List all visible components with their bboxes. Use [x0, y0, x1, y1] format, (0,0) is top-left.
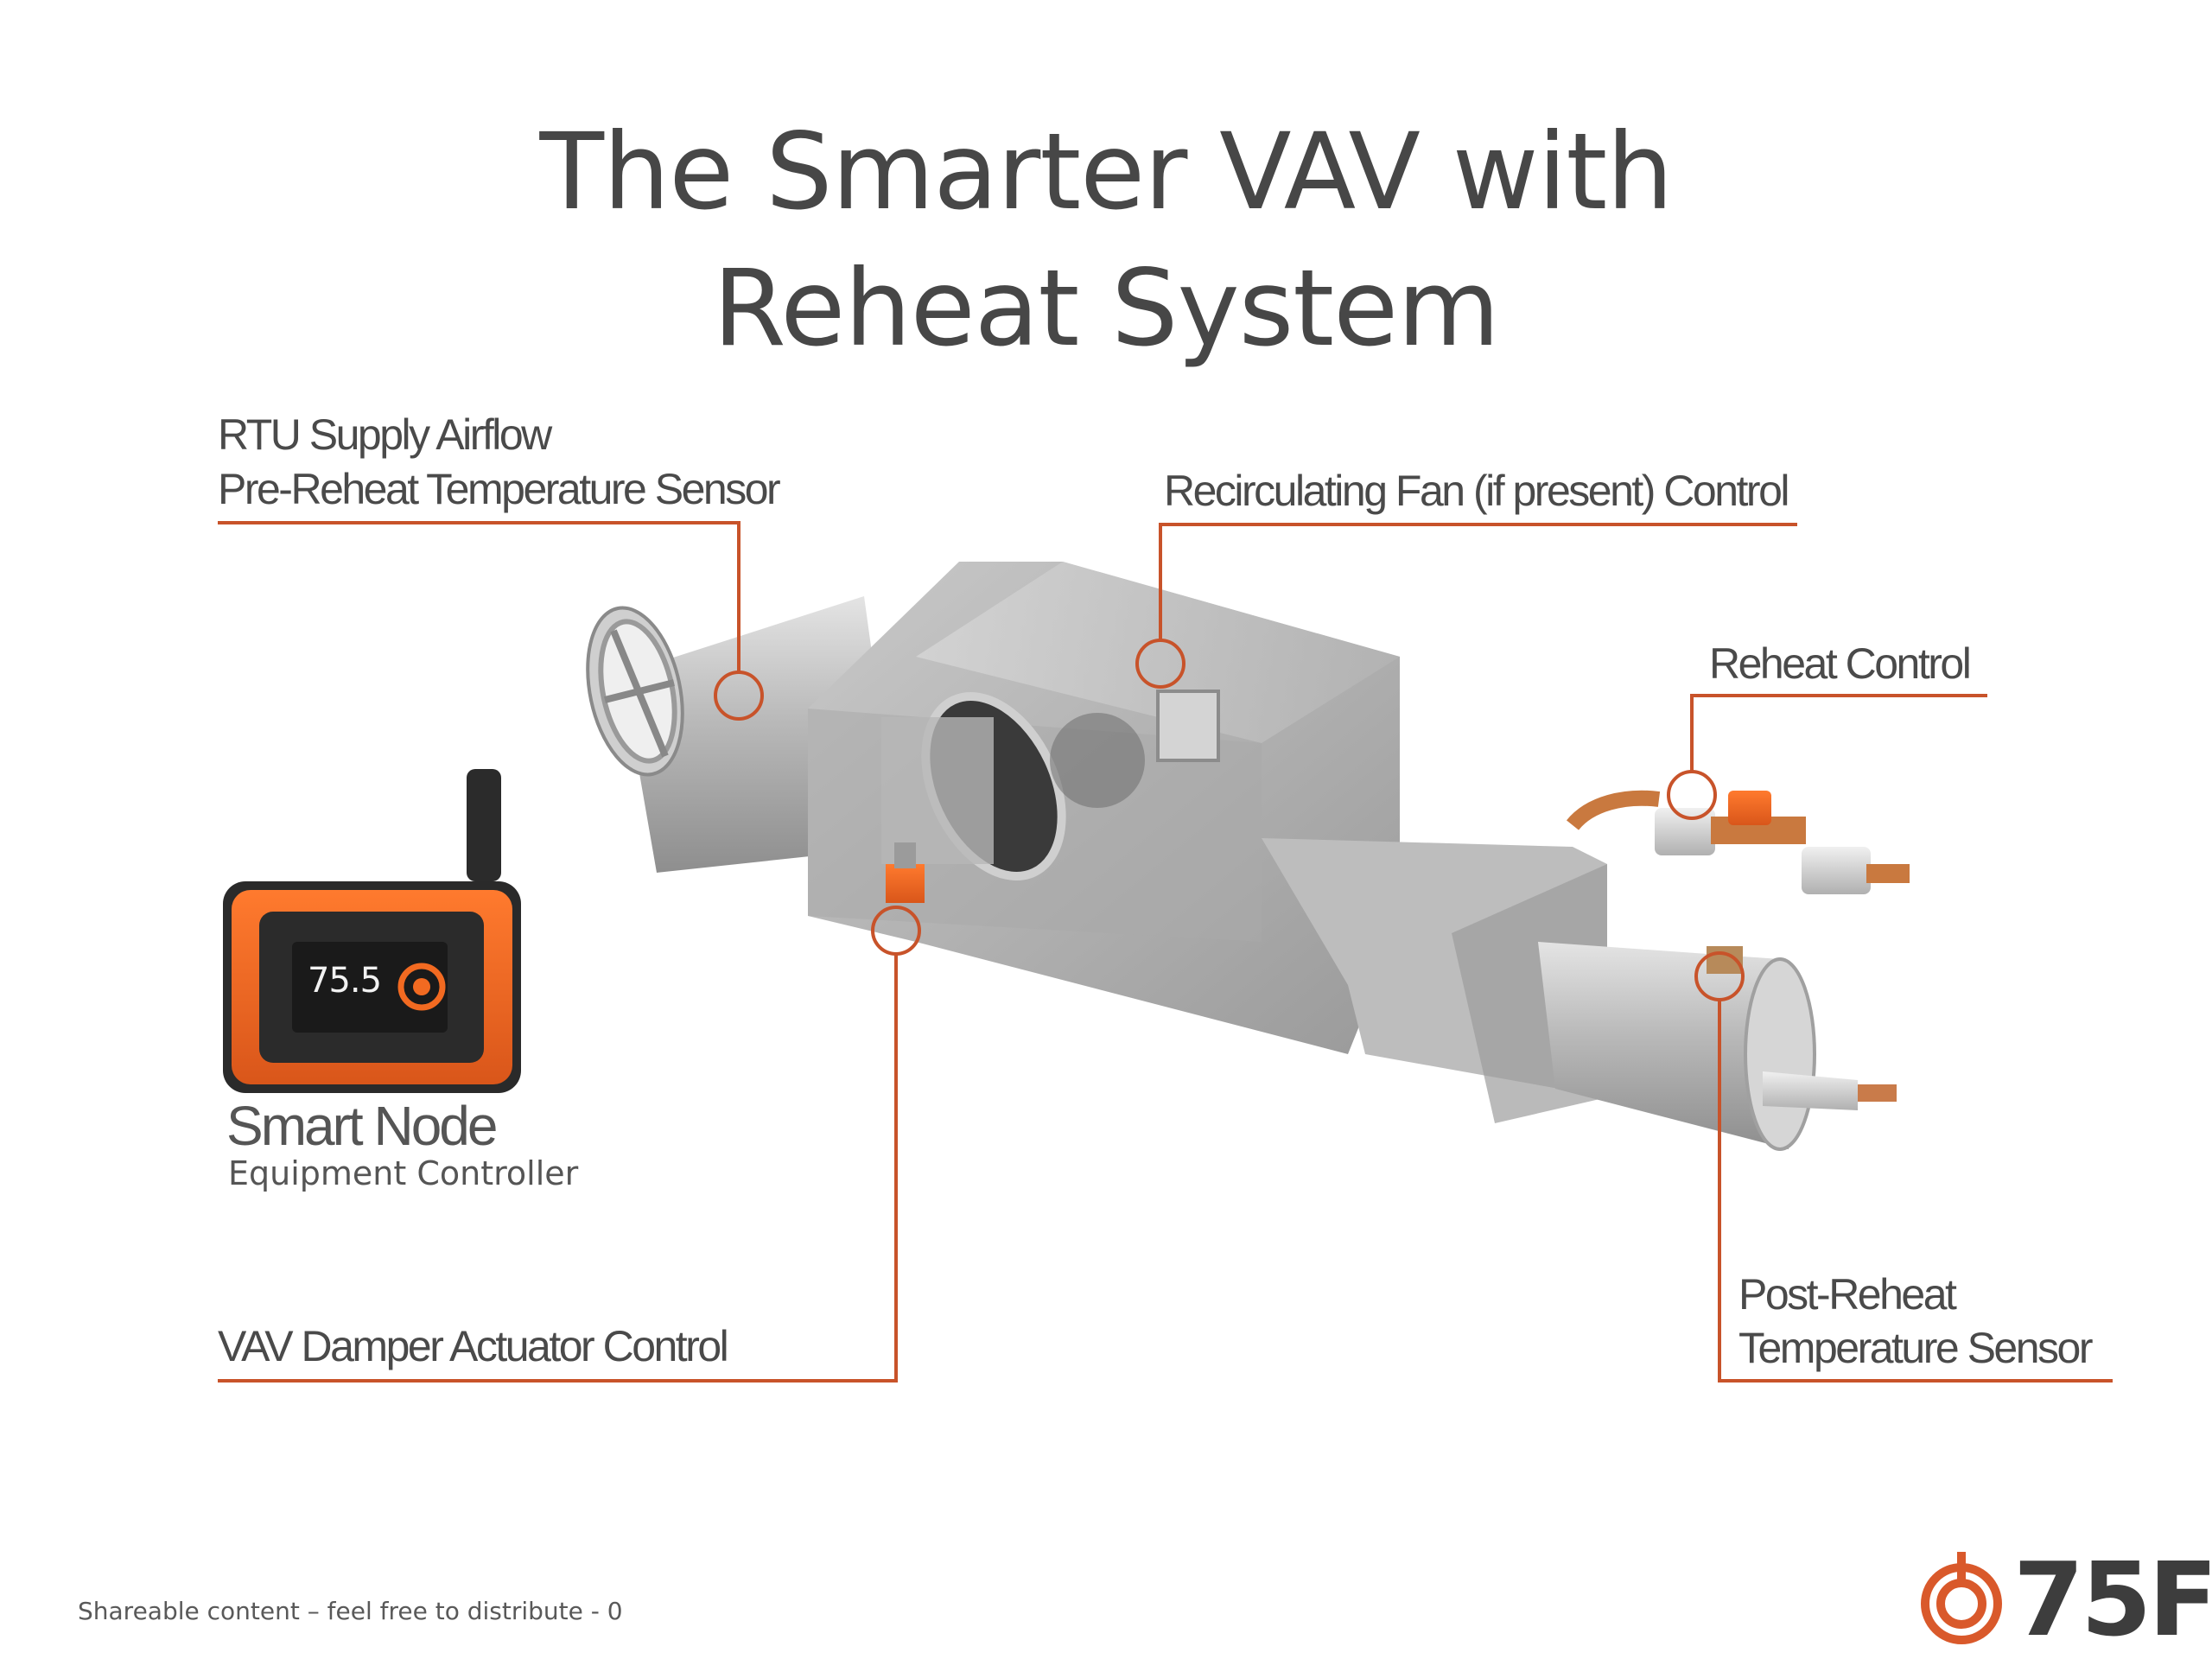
title-line-1: The Smarter VAV with [539, 111, 1673, 233]
leader-fan [1159, 523, 1797, 639]
callout-rtu-line1: RTU Supply Airflow [218, 410, 552, 459]
brand-name: 75F [2013, 1540, 2212, 1659]
smart-node-subtitle: Equipment Controller [228, 1154, 579, 1192]
brand-logo-icon [1921, 1552, 2002, 1644]
marker-reheat [1667, 770, 1717, 820]
callout-post-line2: Temperature Sensor [1738, 1324, 2094, 1372]
leader-post-reheat [1718, 1000, 2113, 1382]
antenna [467, 769, 501, 881]
leader-damper [218, 952, 898, 1382]
slide-title: The Smarter VAV with Reheat System [0, 104, 2212, 377]
device-logo-icon [397, 963, 446, 1011]
leader-lines [218, 521, 2113, 1382]
footer-note: Shareable content – feel free to distrib… [78, 1597, 623, 1625]
leader-rtu [218, 521, 741, 672]
vav-box [808, 562, 1607, 1123]
damper-actuator [886, 842, 925, 903]
smart-node-device [223, 769, 521, 1093]
callout-post-line1: Post-Reheat [1738, 1270, 1957, 1319]
callout-fan: Recirculating Fan (if present) Control [1164, 467, 1790, 515]
marker-fan [1135, 639, 1185, 689]
callout-rtu-line2: Pre-Reheat Temperature Sensor [218, 465, 781, 513]
title-line-2: Reheat System [712, 247, 1500, 370]
marker-damper [871, 906, 921, 956]
device-display-value: 75.5 [308, 961, 382, 1001]
callout-damper: VAV Damper Actuator Control [218, 1322, 729, 1370]
outlet-duct [1538, 942, 1897, 1151]
smart-node-name: Smart Node [226, 1095, 498, 1157]
marker-post-reheat [1694, 951, 1745, 1001]
reheat-valve [1566, 790, 1910, 894]
inlet-duct [586, 596, 899, 873]
callout-reheat: Reheat Control [1709, 639, 1972, 688]
marker-rtu [714, 671, 764, 721]
leader-reheat [1690, 694, 1987, 773]
